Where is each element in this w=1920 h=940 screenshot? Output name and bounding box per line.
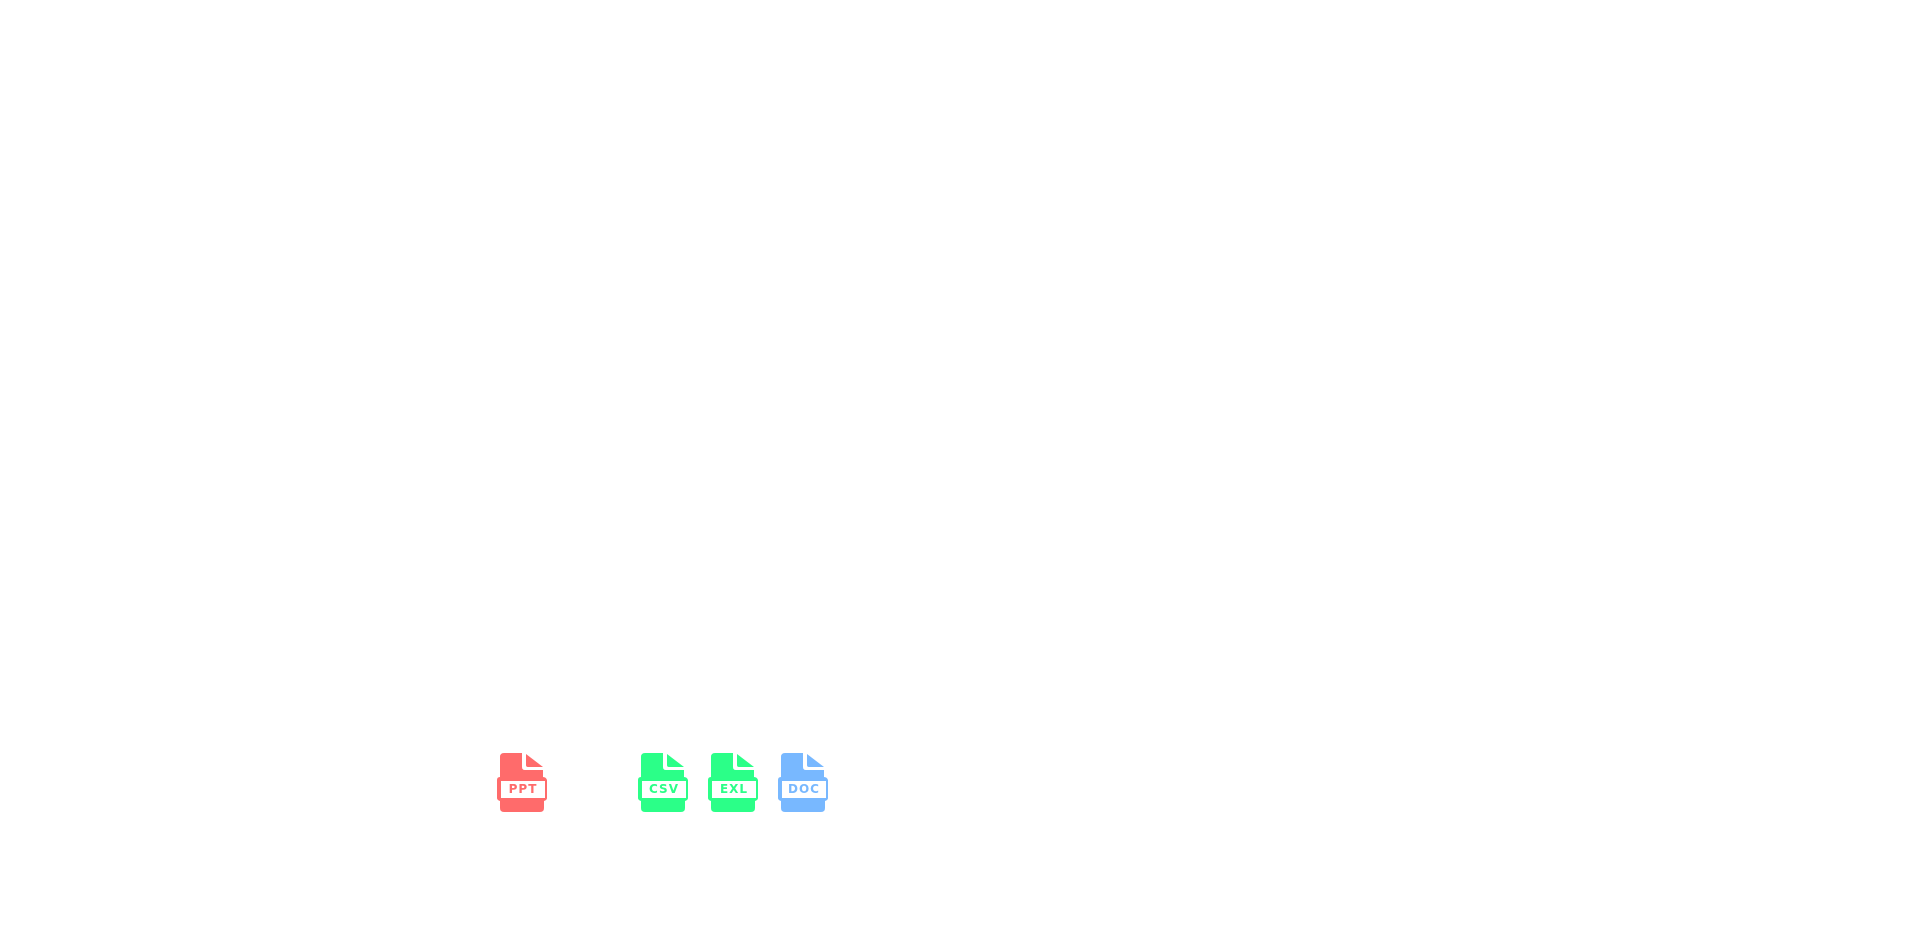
excel-file-icon[interactable]: EXL (707, 753, 761, 813)
doc-file-icon[interactable]: DOC (777, 753, 831, 813)
file-type-label: PPT (508, 782, 538, 796)
file-type-label: CSV (649, 782, 679, 796)
ppt-file-icon[interactable]: PPT (496, 753, 550, 813)
csv-file-icon[interactable]: CSV (637, 753, 691, 813)
file-type-label: DOC (788, 782, 820, 796)
file-type-label: EXL (719, 782, 749, 796)
